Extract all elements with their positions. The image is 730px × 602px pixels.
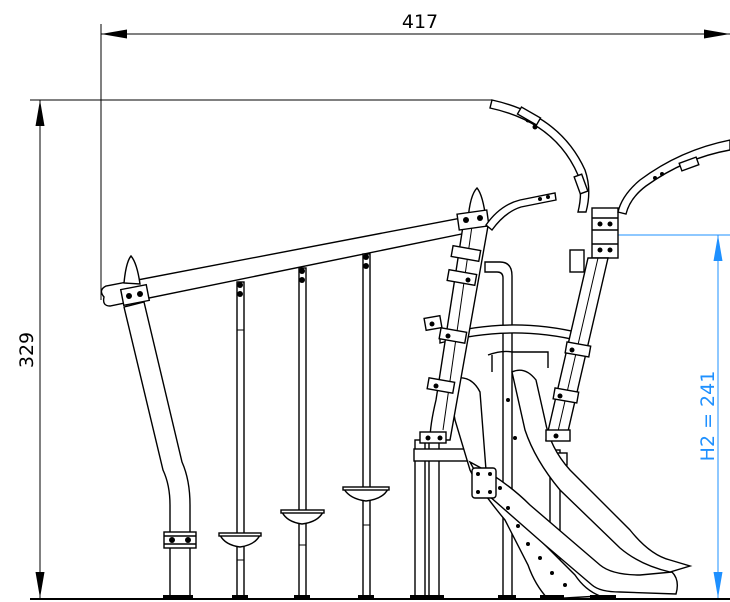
height-dimension: 329: [16, 99, 492, 598]
rope-1: [218, 281, 262, 599]
platform-height-label: H2 = 241: [697, 371, 719, 462]
ground-anchors: [163, 595, 616, 599]
height-dimension-label: 329: [16, 332, 38, 368]
width-dimension: 417: [100, 11, 730, 300]
top-beam: [100, 213, 487, 307]
slide: [447, 350, 693, 600]
width-dimension-label: 417: [402, 11, 438, 33]
center-post: [419, 186, 557, 444]
left-post: [123, 254, 197, 600]
platform-height-dimension: H2 = 241: [612, 234, 730, 598]
rope-3: [342, 253, 390, 599]
right-post: [489, 99, 730, 442]
rope-2: [280, 267, 325, 599]
